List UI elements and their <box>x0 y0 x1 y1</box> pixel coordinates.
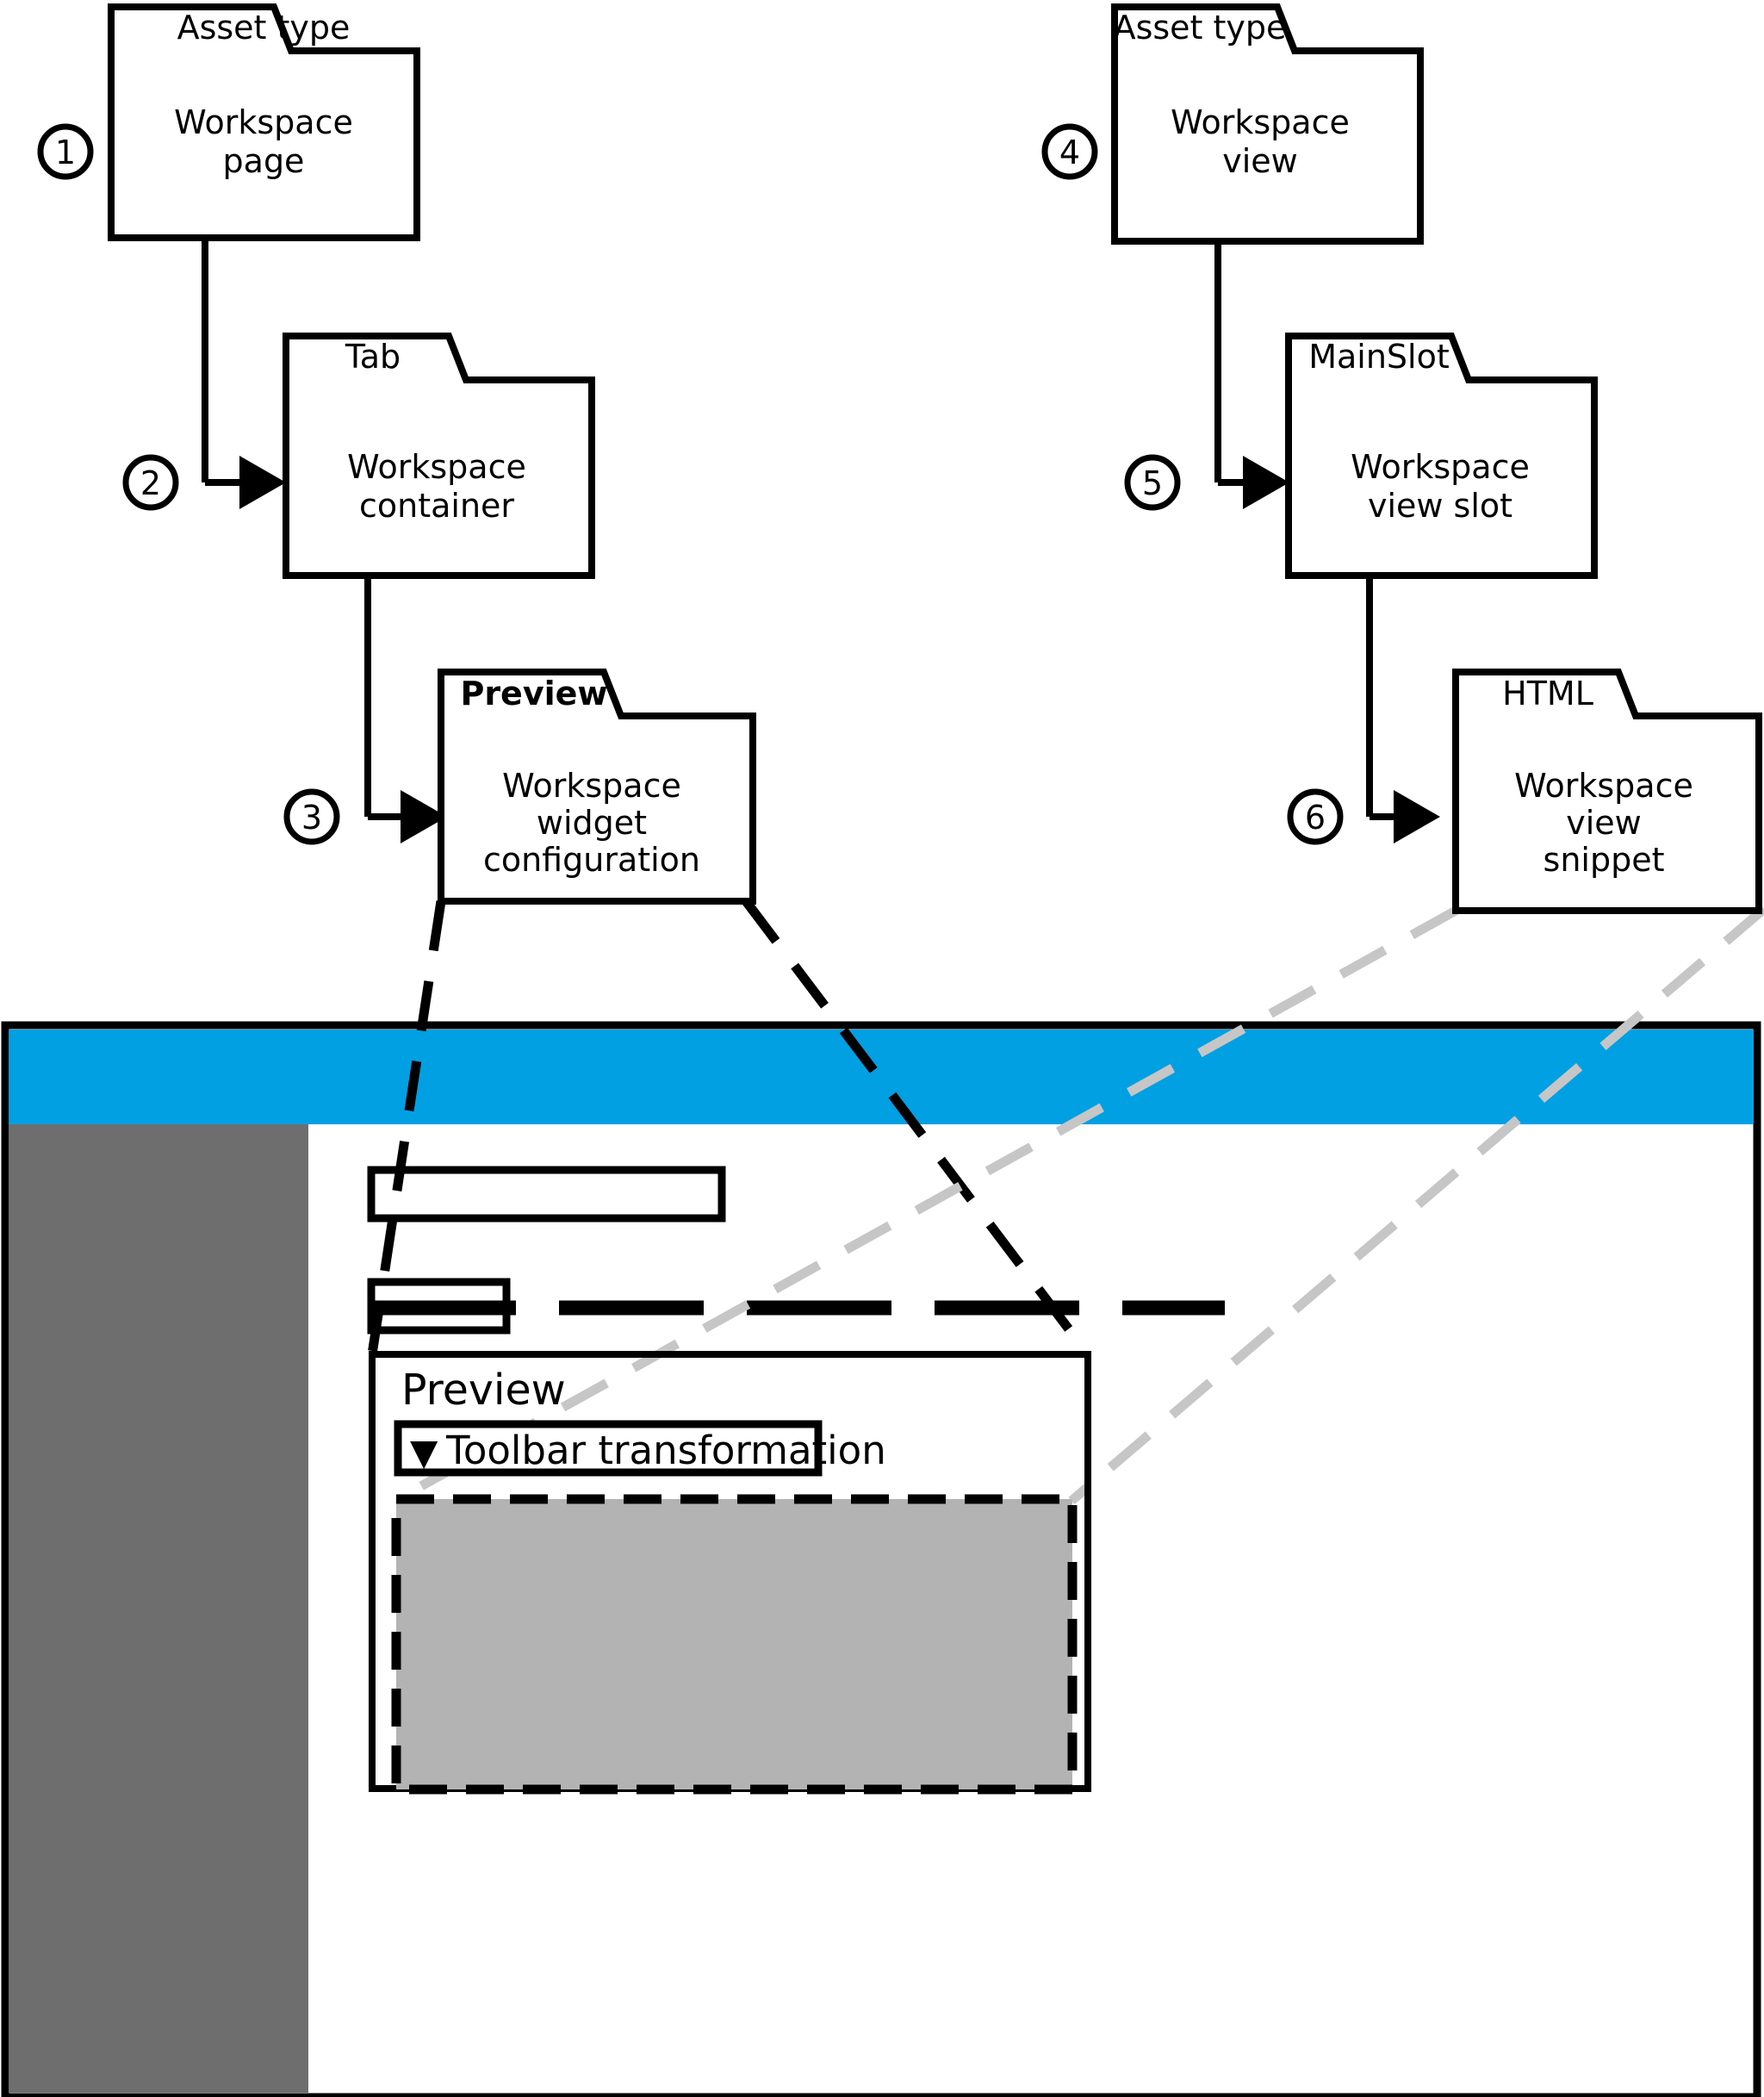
leader-snippet-left <box>395 906 1458 1503</box>
preview-panel-heading: Preview <box>401 1366 566 1415</box>
connector-2-3 <box>364 576 447 843</box>
node-workspace-view-snippet[interactable]: HTML Workspace view snippet <box>1452 669 1762 914</box>
folder-title-line-1: Workspace <box>347 448 526 486</box>
folder-title-line-2: view <box>1566 804 1642 842</box>
mockup-header-bar <box>9 1030 1754 1124</box>
step-number: 4 <box>1059 134 1080 171</box>
folder-title-line-1: Workspace <box>1514 767 1693 805</box>
folder-title-line-2: widget <box>537 804 647 842</box>
step-number: 6 <box>1305 799 1326 837</box>
step-marker-3: 3 <box>283 788 340 845</box>
step-marker-6: 6 <box>1287 788 1344 845</box>
step-circle <box>1287 788 1344 845</box>
mockup-sidebar <box>9 1124 308 2093</box>
step-circle <box>1041 123 1098 180</box>
folder-shape <box>283 333 595 579</box>
folder-title-line-1: Workspace <box>1171 103 1350 141</box>
folder-title-line-1: Workspace <box>174 103 353 141</box>
step-number: 2 <box>140 464 161 502</box>
folder-shape <box>1285 333 1598 579</box>
node-workspace-view-slot[interactable]: MainSlot Workspace view slot <box>1285 333 1598 579</box>
step-number: 5 <box>1142 464 1163 502</box>
step-number: 1 <box>55 134 76 171</box>
leader-snippet-right <box>1068 905 1764 1505</box>
node-workspace-view[interactable]: Asset type Workspace view <box>1111 3 1424 245</box>
folder-tab-label: MainSlot <box>1308 338 1450 376</box>
folder-shape <box>108 3 420 241</box>
node-workspace-page[interactable]: Asset type Workspace page <box>108 3 420 241</box>
folder-title-line-1: Workspace <box>1351 448 1530 486</box>
folder-title-line-2: page <box>223 142 305 180</box>
folder-tab-label: Tab <box>345 338 401 376</box>
arrowhead <box>1394 790 1440 843</box>
dropdown-box[interactable] <box>394 1420 823 1477</box>
app-mockup <box>1 1021 1761 2097</box>
leader-lines <box>367 898 1764 1505</box>
mockup-tab-bar[interactable] <box>367 1166 726 1223</box>
arrowhead <box>1243 456 1289 509</box>
folder-tab-label: Asset type <box>1114 9 1287 47</box>
node-workspace-widget-configuration[interactable]: Preview Workspace widget configuration <box>438 669 756 905</box>
step-circle <box>122 454 179 511</box>
folder-shape <box>438 669 756 905</box>
step-marker-5: 5 <box>1124 454 1181 511</box>
folder-tab-label: HTML <box>1502 675 1593 712</box>
folder-title-line-2: view slot <box>1368 487 1512 525</box>
connector-4-5 <box>1214 241 1289 509</box>
step-marker-4: 4 <box>1041 123 1098 180</box>
arrowhead <box>401 790 447 843</box>
folder-title-line-1: Workspace <box>502 767 681 805</box>
folder-shape <box>1111 3 1424 245</box>
arrowhead <box>239 456 286 509</box>
step-marker-2: 2 <box>122 454 179 511</box>
step-number: 3 <box>301 799 322 837</box>
folder-tab-label: Preview <box>460 675 607 712</box>
step-circle <box>283 788 340 845</box>
caret-down-icon[interactable]: ▼ <box>410 1431 438 1473</box>
toolbar-transformation-dropdown[interactable]: ▼ Toolbar transformation <box>394 1420 886 1477</box>
dropdown-value: Toolbar transformation <box>445 1428 886 1473</box>
connector-5-6 <box>1366 576 1440 843</box>
folder-title-line-2: container <box>359 487 514 525</box>
preview-widget-region[interactable] <box>391 1494 1078 1795</box>
folder-tab-label: Asset type <box>177 9 351 47</box>
folder-shape <box>1452 669 1762 914</box>
preview-panel: Preview ▼ Toolbar transformation <box>369 1351 1091 1795</box>
folder-title-line-2: view <box>1222 142 1298 180</box>
leader-preview-right <box>742 898 1092 1358</box>
folder-title-line-3: snippet <box>1544 841 1665 879</box>
node-workspace-container[interactable]: Tab Workspace container <box>283 333 595 579</box>
folder-title-line-3: configuration <box>483 841 700 879</box>
connector-1-2 <box>202 238 286 509</box>
step-marker-1: 1 <box>37 123 94 180</box>
step-circle <box>1124 454 1181 511</box>
step-circle <box>37 123 94 180</box>
